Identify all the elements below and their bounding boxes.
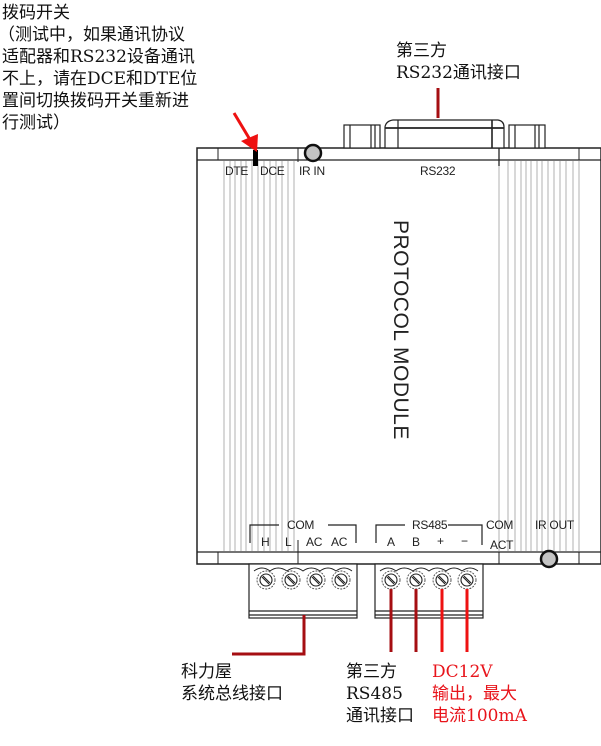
dip-switch-note-line: 不上，请在DCE和DTE位 [2,69,198,89]
rs485-annotation-line: 通讯接口 [346,706,414,726]
ir-out-indicator [539,549,559,569]
power-output-annotation: DC12V 输出，最大 电流100mA [432,661,527,727]
dip-switch-note-line: 行测试） [2,113,70,133]
rs485-bracket [375,524,483,545]
ir-out-label: IR OUT [535,518,574,532]
dip-switch-annotation: 拨码开关 （测试中，如果通讯协议 适配器和RS232设备通讯 不上，请在DCE和… [0,2,198,134]
rs232-annotation-line: RS232通讯接口 [396,63,521,83]
dce-label: DCE [260,164,285,178]
com-group-label: COM [287,518,315,532]
rs485-annotation-line: 第三方 [346,662,397,682]
com-pin-ac1: AC [306,535,323,549]
system-bus-annotation-line: 科力屋 [181,662,232,682]
dip-switch-note-line: （测试中，如果通讯协议 [0,25,185,45]
system-bus-annotation: 科力屋 系统总线接口 [181,661,283,705]
rs485-pin-a: A [387,535,395,549]
rs485-group-label: RS485 [412,518,448,532]
rs485-pin-minus: − [461,534,468,548]
power-output-annotation-line: DC12V [432,662,493,682]
rs485-pin-b: B [412,535,420,549]
db9-connector [343,119,546,149]
dip-arrow [232,112,258,152]
dip-switch-note-line: 置间切换拨码开关重新进 [2,91,189,111]
ir-in-label: IR IN [299,164,325,178]
rs485-pin-plus: + [437,534,444,548]
system-bus-annotation-line: 系统总线接口 [181,684,283,704]
com-pin-ac2: AC [331,535,348,549]
dip-switch [253,150,258,166]
rs232-annotation: 第三方 RS232通讯接口 [396,40,521,84]
bus-leader [232,615,306,656]
com-pin-l: L [285,535,292,549]
com-act-label-bottom: ACT [490,538,514,552]
dte-label: DTE [225,164,249,178]
device-title: PROTOCOL MODULE [389,220,412,440]
ir-in-indicator [303,143,323,163]
rs485-annotation-line: RS485 [346,684,403,704]
rs232-annotation-line: 第三方 [396,41,447,61]
left-heatsink-fins [223,161,295,551]
com-act-label-top: COM [486,518,514,532]
com-pin-h: H [261,535,270,549]
dip-switch-note-line: 适配器和RS232设备通讯 [2,47,195,67]
rs232-label: RS232 [420,164,456,178]
dip-switch-title: 拨码开关 [2,3,70,23]
rs485-annotation: 第三方 RS485 通讯接口 [346,661,414,727]
right-heatsink-fins [498,161,580,551]
power-output-annotation-line: 输出，最大 [432,684,517,704]
power-output-annotation-line: 电流100mA [432,706,527,726]
com-bracket [249,524,357,543]
